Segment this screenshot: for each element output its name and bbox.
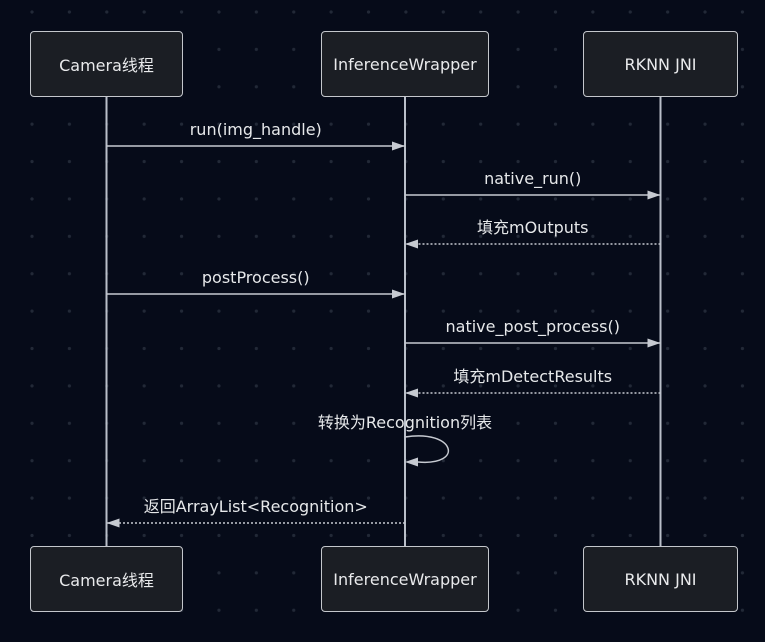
message-label-3: postProcess()	[201, 267, 310, 287]
message-label-1: native_run()	[484, 168, 582, 188]
actor-label-rknn: RKNN JNI	[624, 54, 697, 74]
message-arrowhead-1	[647, 190, 661, 200]
actor-box-bottom-inference: InferenceWrapper	[321, 546, 489, 612]
actor-label-camera: Camera线程	[59, 56, 154, 75]
self-message-arrowhead	[405, 457, 418, 467]
message-label-5: 填充mDetectResults	[453, 366, 613, 386]
message-arrowhead-0	[392, 141, 405, 151]
actor-box-bottom-camera: Camera线程	[30, 546, 183, 612]
message-arrowhead-5	[405, 388, 418, 398]
message-label-6: 转换为Recognition列表	[317, 412, 493, 432]
actor-label-inference: InferenceWrapper	[333, 54, 477, 74]
actor-box-top-rknn: RKNN JNI	[583, 31, 738, 97]
actor-box-top-inference: InferenceWrapper	[321, 31, 489, 97]
message-label-0: run(img_handle)	[189, 119, 322, 139]
actor-label-camera: Camera线程	[59, 571, 154, 590]
actor-box-top-camera: Camera线程	[30, 31, 183, 97]
message-arrowhead-2	[405, 239, 418, 249]
message-arrowhead-7	[106, 518, 120, 528]
message-label-4: native_post_process()	[445, 316, 621, 336]
actor-label-rknn: RKNN JNI	[624, 569, 697, 589]
message-label-2: 填充mOutputs	[476, 217, 589, 237]
self-message-curve	[404, 435, 450, 463]
actor-box-bottom-rknn: RKNN JNI	[583, 546, 738, 612]
message-arrowhead-3	[392, 289, 405, 299]
message-arrowhead-4	[647, 338, 661, 348]
actor-label-inference: InferenceWrapper	[333, 569, 477, 589]
message-label-7: 返回ArrayList<Recognition>	[143, 496, 368, 516]
